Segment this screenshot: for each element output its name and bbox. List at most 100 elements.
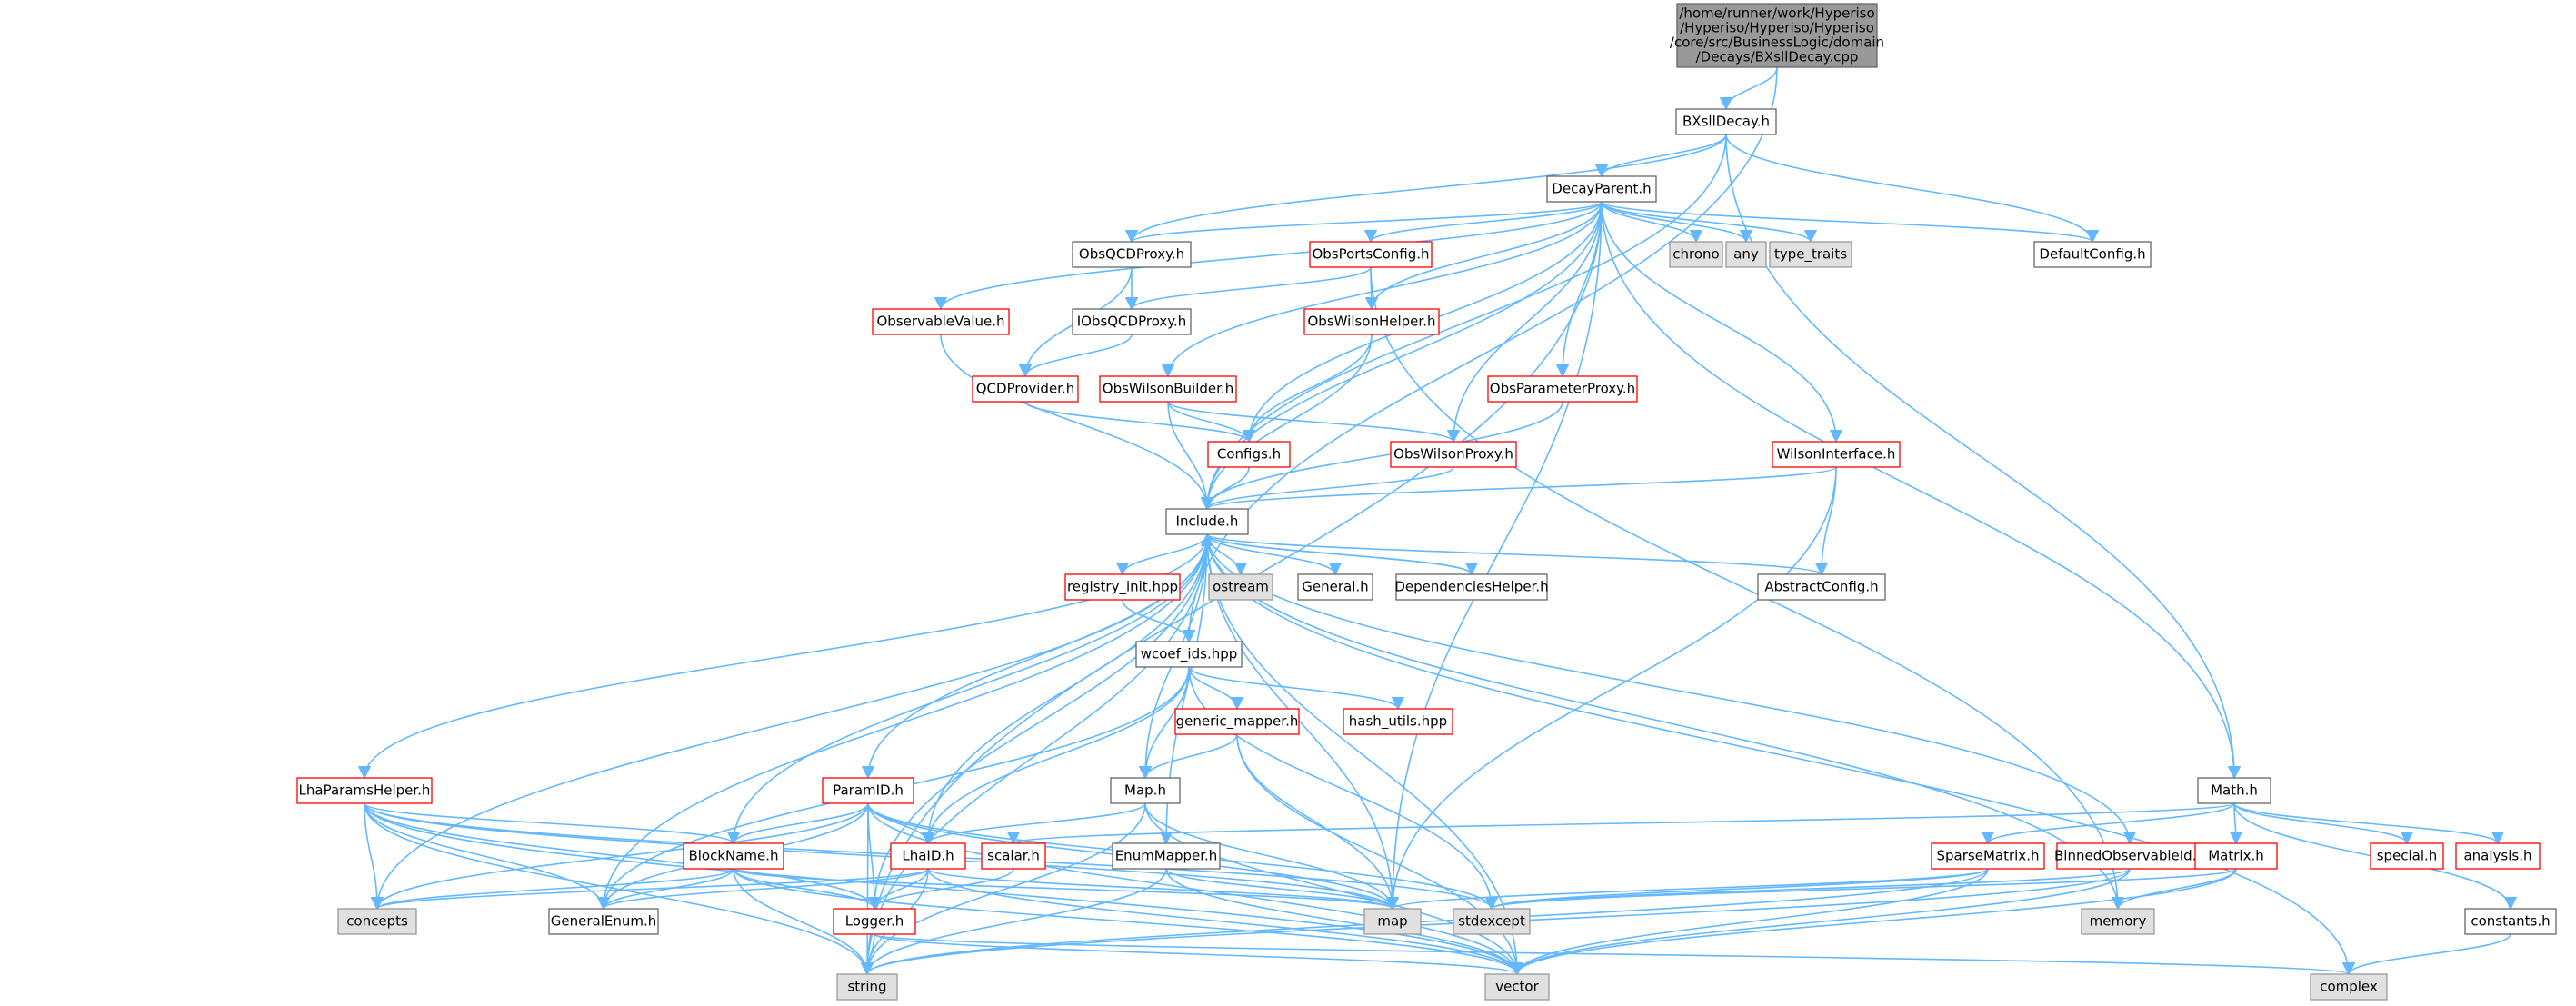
node-iobsqcdproxy[interactable]: IObsQCDProxy.h: [1072, 308, 1192, 335]
node-label: ObsParameterProxy.h: [1490, 381, 1635, 397]
node-label: stdexcept: [1458, 913, 1525, 930]
node-label: registry_init.hpp: [1067, 579, 1178, 596]
node-logger[interactable]: Logger.h: [833, 908, 916, 935]
node-decayparent[interactable]: DecayParent.h: [1546, 175, 1657, 203]
node-wcoef[interactable]: wcoef_ids.hpp: [1135, 641, 1243, 668]
node-abstractconfig[interactable]: AbstractConfig.h: [1757, 573, 1886, 601]
node-sparsematrix[interactable]: SparseMatrix.h: [1931, 842, 2045, 870]
node-label: DefaultConfig.h: [2039, 246, 2145, 263]
edge-include-to-abstractconfig: [1206, 533, 1828, 576]
node-label: analysis.h: [2463, 848, 2531, 864]
edge-logger-to-string: [860, 933, 875, 976]
node-box: [337, 908, 417, 935]
edge-decayparent-to-wilsoninterface: [1601, 201, 1843, 443]
node-label: ObsPortsConfig.h: [1312, 246, 1429, 263]
node-box: [2081, 908, 2155, 935]
node-box: [1208, 573, 1273, 601]
edge-sparsematrix-to-vector: [1510, 868, 1989, 976]
node-include[interactable]: Include.h: [1165, 508, 1249, 535]
node-label: Matrix.h: [2208, 848, 2264, 864]
node-label: DependenciesHelper.h: [1394, 579, 1548, 595]
node-blockname[interactable]: BlockName.h: [683, 842, 784, 870]
edge-configs-to-include: [1200, 466, 1250, 511]
edge-wilsoninterface-to-include: [1201, 466, 1837, 511]
edge-decayparent-to-obswilsonhelper: [1364, 201, 1603, 311]
edge-obsparameterproxy-to-include: [1200, 401, 1563, 511]
edge-maph-to-lhaid: [921, 802, 1146, 845]
edge-wcoef-to-lhaid: [921, 666, 1190, 845]
node-stdexcept: stdexcept: [1453, 908, 1531, 935]
node-configs[interactable]: Configs.h: [1207, 441, 1291, 468]
node-box: [1297, 573, 1373, 601]
node-box: [1669, 241, 1723, 268]
node-type_traits: type_traits: [1769, 241, 1852, 268]
node-maph[interactable]: Map.h: [1110, 777, 1181, 804]
node-generalenum[interactable]: GeneralEnum.h: [548, 908, 659, 935]
node-obsparameterproxy[interactable]: ObsParameterProxy.h: [1487, 375, 1638, 403]
node-box: [1072, 308, 1192, 335]
node-obswilsonproxy[interactable]: ObsWilsonProxy.h: [1390, 441, 1517, 468]
node-label: concepts: [346, 913, 408, 930]
node-any: any: [1725, 241, 1767, 268]
node-observablevalue[interactable]: ObservableValue.h: [872, 308, 1010, 335]
edge-blockname-to-logger: [733, 868, 882, 911]
node-root[interactable]: /home/runner/work/Hyperiso/Hyperiso/Hype…: [1670, 3, 1884, 68]
edge-wcoef-to-stdexcept: [1188, 666, 1499, 911]
node-label: IObsQCDProxy.h: [1077, 314, 1187, 330]
node-chrono: chrono: [1669, 241, 1723, 268]
node-obswilsonbuilder[interactable]: ObsWilsonBuilder.h: [1099, 375, 1237, 403]
node-box: [836, 973, 898, 1001]
edge-include-to-lhaid: [921, 533, 1208, 845]
node-label: vector: [1495, 979, 1539, 995]
node-hashutils[interactable]: hash_utils.hpp: [1343, 708, 1453, 735]
node-dephelper[interactable]: DependenciesHelper.h: [1394, 573, 1549, 601]
node-registry[interactable]: registry_init.hpp: [1064, 573, 1181, 601]
node-paramid[interactable]: ParamID.h: [822, 777, 914, 804]
edge-obswilsonbuilder-to-configs: [1167, 401, 1256, 443]
node-qcdprovider[interactable]: QCDProvider.h: [972, 375, 1079, 403]
node-lhaid[interactable]: LhaID.h: [890, 842, 966, 870]
edge-lhaid-to-vector: [927, 868, 1524, 976]
edge-blockname-to-map: [733, 868, 1399, 911]
node-box: [1675, 108, 1777, 135]
edge-binnedobs-to-vector: [1510, 868, 2131, 976]
node-box: [1174, 708, 1300, 735]
node-box: [1207, 441, 1291, 468]
edge-decayparent-to-observablevalue: [934, 201, 1603, 311]
node-general[interactable]: General.h: [1297, 573, 1373, 601]
node-special[interactable]: special.h: [2370, 842, 2444, 870]
node-wilsoninterface[interactable]: WilsonInterface.h: [1772, 441, 1901, 468]
node-label: ObsWilsonProxy.h: [1393, 446, 1513, 463]
edge-mathh-to-analysis: [2233, 802, 2505, 845]
node-matrix[interactable]: Matrix.h: [2194, 842, 2278, 870]
node-label: ObsWilsonBuilder.h: [1103, 381, 1233, 397]
node-obsqcdproxy[interactable]: ObsQCDProxy.h: [1072, 241, 1192, 268]
node-box: [1343, 708, 1453, 735]
node-label: scalar.h: [987, 848, 1040, 864]
node-lhaparams[interactable]: LhaParamsHelper.h: [296, 777, 433, 804]
node-obsportsconfig[interactable]: ObsPortsConfig.h: [1309, 241, 1433, 268]
node-label: SparseMatrix.h: [1937, 848, 2040, 864]
node-label: BlockName.h: [688, 848, 778, 864]
edge-genericmapper-to-maph: [1138, 733, 1238, 780]
node-bxsll[interactable]: BXsllDecay.h: [1675, 108, 1777, 135]
node-enummapper[interactable]: EnumMapper.h: [1112, 842, 1221, 870]
node-constants[interactable]: constants.h: [2464, 908, 2557, 935]
node-label: DecayParent.h: [1552, 181, 1651, 197]
edge-maph-to-map: [1144, 802, 1400, 911]
node-defaultconfig[interactable]: DefaultConfig.h: [2033, 241, 2152, 268]
node-scalar[interactable]: scalar.h: [981, 842, 1046, 870]
node-binnedobs[interactable]: BinnedObservableId.h: [2054, 842, 2205, 870]
node-box: [1757, 573, 1886, 601]
node-label: any: [1733, 246, 1759, 263]
edge-wcoef-to-hashutils: [1188, 666, 1405, 711]
node-label: BXsllDecay.h: [1682, 114, 1770, 130]
node-mathh[interactable]: Math.h: [2197, 777, 2271, 804]
node-box: [1769, 241, 1852, 268]
node-box: [548, 908, 659, 935]
node-analysis[interactable]: analysis.h: [2455, 842, 2541, 870]
node-obswilsonhelper[interactable]: ObsWilsonHelper.h: [1303, 308, 1440, 335]
node-box: [1676, 3, 1878, 68]
node-label: Logger.h: [845, 913, 904, 930]
node-genericmapper[interactable]: generic_mapper.h: [1174, 708, 1300, 735]
